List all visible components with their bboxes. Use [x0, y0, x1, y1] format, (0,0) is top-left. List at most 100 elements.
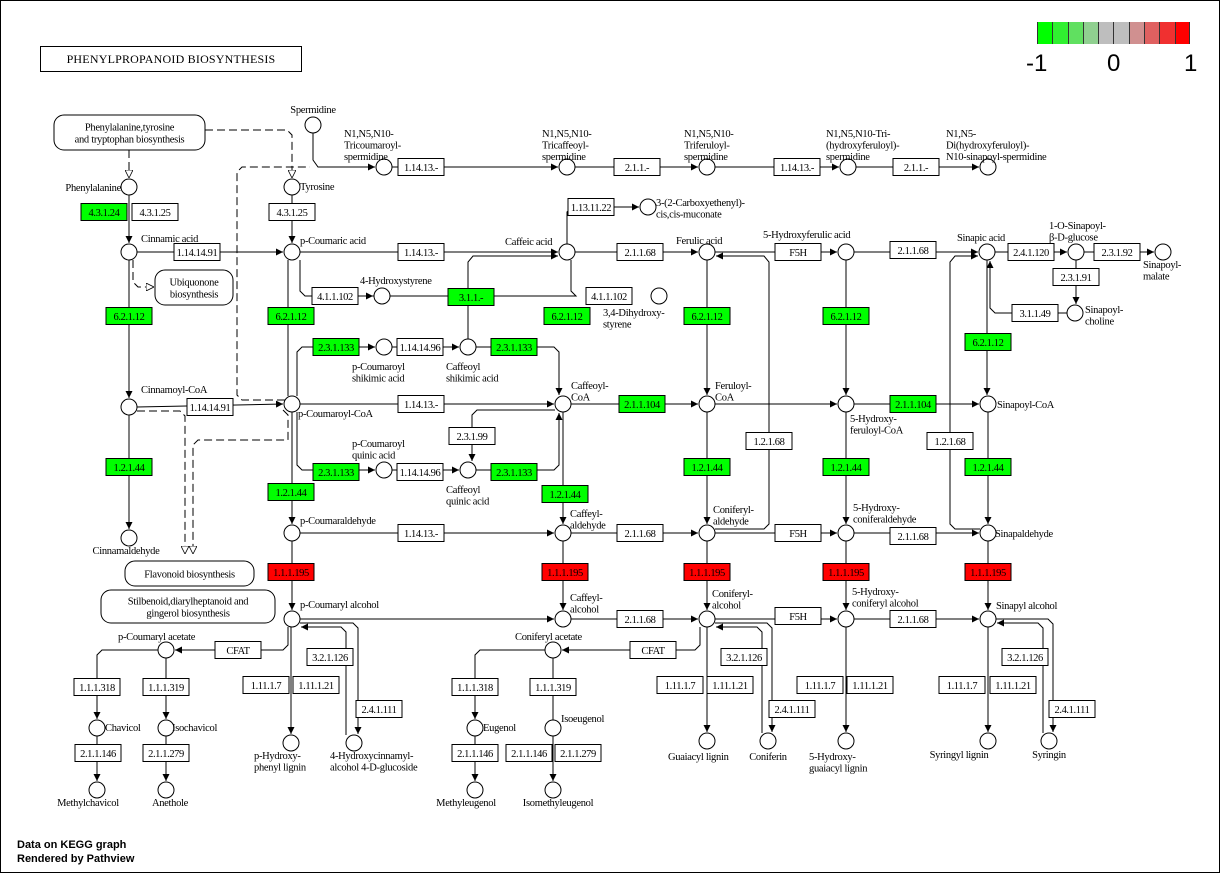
compound-circle[interactable]	[837, 395, 855, 413]
enzyme-box-up[interactable]: 1.1.1.195	[267, 563, 315, 581]
enzyme-box-down[interactable]: 6.2.1.12	[964, 333, 1012, 351]
enzyme-box-up[interactable]: 1.1.1.195	[964, 563, 1012, 581]
enzyme-rect[interactable]	[774, 524, 822, 542]
enzyme-rect[interactable]	[73, 678, 121, 696]
compound-circle[interactable]	[466, 781, 484, 799]
compound-node[interactable]: Tyrosine	[283, 178, 335, 196]
compound-circle[interactable]	[459, 461, 477, 479]
compound-circle[interactable]	[979, 158, 997, 176]
enzyme-rect[interactable]	[618, 395, 666, 413]
compound-node[interactable]: Ferulic acid	[676, 236, 724, 261]
enzyme-rect[interactable]	[448, 427, 496, 445]
enzyme-box-none[interactable]: 3.2.1.126	[306, 648, 354, 666]
enzyme-box-down[interactable]: 2.3.1.133	[490, 338, 538, 356]
compound-circle[interactable]	[558, 243, 576, 261]
compound-circle[interactable]	[979, 524, 997, 542]
enzyme-box-none[interactable]: 1.14.14.96	[396, 463, 444, 481]
enzyme-rect[interactable]	[186, 398, 234, 416]
enzyme-box-none[interactable]: 1.2.1.68	[926, 432, 974, 450]
enzyme-rect[interactable]	[822, 307, 870, 325]
enzyme-box-none[interactable]: 2.1.1.68	[616, 610, 664, 628]
enzyme-rect[interactable]	[80, 203, 128, 221]
enzyme-rect[interactable]	[267, 307, 315, 325]
compound-node[interactable]: Isochavicol	[157, 719, 218, 737]
enzyme-box-none[interactable]: 2.1.1.279	[554, 744, 602, 762]
compound-node[interactable]: Phenylalanine	[65, 178, 138, 196]
enzyme-rect[interactable]	[355, 700, 403, 718]
compound-circle[interactable]	[544, 719, 562, 737]
compound-node[interactable]: p-Coumaroyl-CoA	[283, 395, 374, 420]
compound-node[interactable]: Sinapic acid	[957, 233, 1006, 261]
enzyme-box-none[interactable]: CFAT	[629, 641, 677, 659]
compound-circle[interactable]	[698, 158, 716, 176]
compound-node[interactable]: Coniferyl acetate	[515, 632, 583, 659]
compound-node[interactable]: N1,N5-Di(hydroxyferuloyl)-N10-sinapoyl-s…	[946, 129, 1047, 176]
enzyme-box-down[interactable]: 1.2.1.44	[105, 458, 153, 476]
enzyme-box-none[interactable]: 1.1.1.318	[73, 678, 121, 696]
enzyme-rect[interactable]	[616, 243, 664, 261]
enzyme-box-none[interactable]: 2.1.1.-	[613, 158, 661, 176]
enzyme-rect[interactable]	[822, 458, 870, 476]
compound-circle[interactable]	[466, 719, 484, 737]
enzyme-rect[interactable]	[567, 198, 615, 216]
compound-circle[interactable]	[373, 287, 391, 305]
compound-node[interactable]: 4-Hydroxystyrene	[360, 276, 433, 305]
enzyme-rect[interactable]	[541, 485, 589, 503]
enzyme-rect[interactable]	[1048, 700, 1096, 718]
compound-node[interactable]: Syringin	[1032, 732, 1067, 761]
compound-node[interactable]: N1,N5,N10-Tricoumaroyl-spermidine	[344, 129, 402, 176]
enzyme-rect[interactable]	[616, 524, 664, 542]
enzyme-rect[interactable]	[541, 563, 589, 581]
enzyme-rect[interactable]	[131, 203, 179, 221]
enzyme-rect[interactable]	[926, 432, 974, 450]
compound-circle[interactable]	[554, 610, 572, 628]
enzyme-box-none[interactable]: 1.14.13.-	[397, 243, 445, 261]
compound-node[interactable]: Sinapoyl-CoA	[979, 395, 1055, 413]
compound-node[interactable]: Coniferin	[749, 732, 788, 763]
compound-circle[interactable]	[375, 158, 393, 176]
enzyme-rect[interactable]	[397, 158, 445, 176]
compound-node[interactable]: N1,N5,N10-Triferuloyl-spermidine	[684, 129, 735, 176]
compound-circle[interactable]	[650, 287, 668, 305]
enzyme-box-up[interactable]: 1.1.1.195	[822, 563, 870, 581]
compound-circle[interactable]	[978, 243, 996, 261]
enzyme-box-down[interactable]: 2.1.1.104	[618, 395, 666, 413]
enzyme-box-down[interactable]: 2.3.1.133	[490, 463, 538, 481]
compound-circle[interactable]	[1067, 243, 1085, 261]
compound-node[interactable]: Feruloyl-CoA	[698, 381, 752, 413]
enzyme-box-none[interactable]: 2.1.1.146	[451, 744, 499, 762]
compound-circle[interactable]	[554, 395, 572, 413]
enzyme-rect[interactable]	[173, 243, 221, 261]
compound-node[interactable]: Coniferyl-aldehyde	[698, 505, 755, 542]
compound-node[interactable]: p-Coumaric acid	[283, 236, 367, 261]
enzyme-box-none[interactable]: 2.3.1.99	[448, 427, 496, 445]
enzyme-rect[interactable]	[397, 395, 445, 413]
compound-circle[interactable]	[554, 524, 572, 542]
compound-circle[interactable]	[283, 524, 301, 542]
enzyme-rect[interactable]	[889, 395, 937, 413]
enzyme-box-none[interactable]: 2.1.1.68	[889, 241, 937, 259]
compound-circle[interactable]	[120, 529, 138, 547]
enzyme-rect[interactable]	[505, 744, 553, 762]
enzyme-box-none[interactable]: 1.1.1.318	[451, 678, 499, 696]
compound-circle[interactable]	[837, 243, 855, 261]
enzyme-box-none[interactable]: 4.3.1.25	[131, 203, 179, 221]
compound-circle[interactable]	[639, 198, 657, 216]
compound-circle[interactable]	[1040, 732, 1058, 750]
compound-circle[interactable]	[759, 732, 777, 750]
enzyme-box-none[interactable]: 2.1.1.146	[74, 744, 122, 762]
compound-node[interactable]: Coniferyl-alcohol	[698, 589, 754, 628]
compound-circle[interactable]	[839, 158, 857, 176]
enzyme-rect[interactable]	[105, 458, 153, 476]
compound-node[interactable]: Syringyl lignin	[930, 732, 997, 761]
compound-node[interactable]: 5-Hydroxy-coniferyl alcohol	[837, 587, 919, 628]
enzyme-box-none[interactable]: F5H	[774, 243, 822, 261]
compound-node[interactable]: 3-(2-Carboxyethenyl)-cis,cis-muconate	[639, 198, 746, 221]
compound-circle[interactable]	[120, 243, 138, 261]
compound-circle[interactable]	[979, 395, 997, 413]
enzyme-rect[interactable]	[396, 463, 444, 481]
